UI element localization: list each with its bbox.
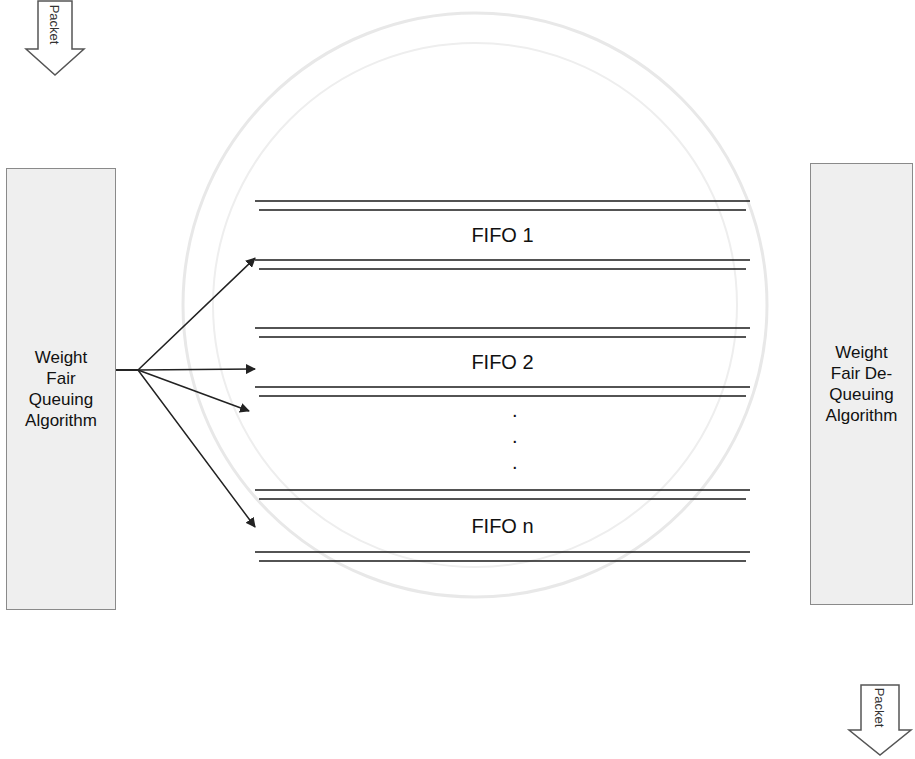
queue-line <box>259 268 746 270</box>
fifo-queue: FIFO 1 <box>255 200 750 270</box>
box-label: Weight Fair Queuing Algorithm <box>21 347 101 432</box>
queue-label: FIFO 1 <box>471 223 533 247</box>
packet-arrow: Packet <box>25 0 85 76</box>
arrow-shape <box>26 1 84 75</box>
queue-label: FIFO n <box>471 514 533 538</box>
process-box: Weight Fair De-Queuing Algorithm <box>810 163 913 605</box>
queue-line <box>255 200 750 202</box>
fifo-queue: FIFO n <box>255 489 750 562</box>
process-box: Weight Fair Queuing Algorithm <box>6 168 116 610</box>
queue-line <box>259 336 746 338</box>
queue-line <box>255 489 750 491</box>
arrow-label: Packet <box>873 687 888 727</box>
ellipsis-dot: . <box>512 426 518 446</box>
queue-line <box>259 560 746 562</box>
queue-line <box>255 327 750 329</box>
queue-line <box>255 386 750 388</box>
fan-arrow <box>116 258 255 370</box>
arrow-shape <box>849 685 911 755</box>
queue-label: FIFO 2 <box>471 350 533 374</box>
fan-arrow <box>116 370 255 527</box>
fan-arrow <box>138 370 249 411</box>
arrow-label: Packet <box>48 5 63 45</box>
queue-line <box>259 209 746 211</box>
ellipsis-dot: . <box>512 452 518 472</box>
watermark-ring <box>213 43 737 567</box>
watermark-ring <box>183 13 767 597</box>
queue-line <box>259 395 746 397</box>
queue-line <box>255 551 750 553</box>
label-slot: . <box>512 426 518 446</box>
packet-arrow: Packet <box>848 684 912 756</box>
ellipsis-dot: . <box>512 400 518 420</box>
queue-line <box>255 259 750 261</box>
queue-line <box>259 498 746 500</box>
label-slot: . <box>512 400 518 420</box>
label-slot: . <box>512 452 518 472</box>
fifo-queue: FIFO 2 <box>255 327 750 397</box>
box-label: Weight Fair De-Queuing Algorithm <box>822 342 902 427</box>
